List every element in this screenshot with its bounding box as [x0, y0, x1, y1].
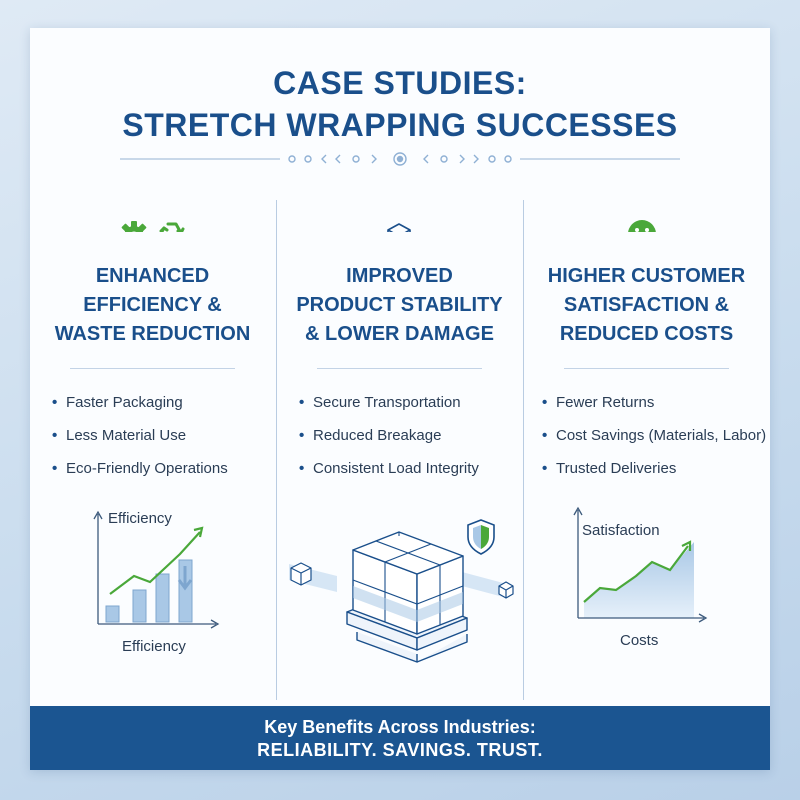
column-1-rule: [70, 368, 235, 369]
infographic-card: CASE STUDIES: STRETCH WRAPPING SUCCESSES: [30, 28, 770, 770]
title-ornament: [120, 152, 680, 166]
efficiency-chart: Efficiency Efficiency: [30, 506, 275, 686]
bullet-dot: •: [299, 460, 305, 477]
page-title: CASE STUDIES: STRETCH WRAPPING SUCCESSES: [30, 62, 770, 146]
chart-bar: [155, 573, 170, 623]
bullet-text: Secure Transportation: [313, 394, 461, 411]
column-1-bullets: • Faster Packaging • Less Material Use • Ec…: [52, 393, 277, 492]
chart-bar: [178, 559, 193, 623]
list-item: • Eco-Friendly Operations: [52, 459, 277, 492]
column-stability: IMPROVED PRODUCT STABILITY & LOWER DAMAG…: [277, 188, 522, 688]
footer-line-2: RELIABILITY. SAVINGS. TRUST.: [257, 740, 543, 760]
bullet-dot: •: [542, 394, 548, 411]
column-divider-1: [276, 200, 277, 700]
column-3-heading: HIGHER CUSTOMER SATISFACTION & REDUCED C…: [547, 265, 746, 345]
title-line-1: CASE STUDIES:: [273, 65, 527, 101]
efficiency-chart-graphic: [93, 510, 220, 629]
gear-icon: [121, 221, 147, 232]
column-2-icons: [387, 223, 411, 232]
column-2-bullets: • Secure Transportation • Reduced Breakage…: [299, 393, 524, 492]
list-item: • Cost Savings (Materials, Labor): [542, 426, 767, 459]
chart-bar: [105, 605, 120, 623]
bullet-text: Trusted Deliveries: [556, 460, 677, 477]
trend-line: [583, 545, 689, 603]
footer-banner: Key Benefits Across Industries: RELIABIL…: [30, 706, 770, 770]
column-2-rule: [317, 368, 482, 369]
bullet-dot: •: [542, 427, 548, 444]
satisfaction-chart-graphic: [573, 506, 708, 623]
column-1-heading: ENHANCED EFFICIENCY & WASTE REDUCTION: [54, 265, 251, 345]
bullet-text: Cost Savings (Materials, Labor): [556, 427, 767, 444]
shield-icon: [467, 519, 495, 555]
chart-area: [584, 542, 694, 618]
chart-top-label: Efficiency: [108, 510, 172, 527]
box-icon: [387, 223, 411, 232]
chart-bottom-label: Costs: [620, 632, 659, 649]
bullet-dot: •: [52, 394, 58, 411]
smiley-icon: [628, 220, 656, 232]
bullet-text: Less Material Use: [66, 427, 187, 444]
bullet-dot: •: [542, 460, 548, 477]
list-item: • Consistent Load Integrity: [299, 459, 524, 492]
title-line-2: STRETCH WRAPPING SUCCESSES: [122, 107, 678, 143]
column-satisfaction: HIGHER CUSTOMER SATISFACTION & REDUCED C…: [524, 188, 769, 688]
pallet-illustration: [277, 506, 522, 686]
chart-top-label: Satisfaction: [582, 522, 660, 539]
list-item: • Fewer Returns: [542, 393, 767, 426]
column-3-bullets: • Fewer Returns • Cost Savings (Materials,…: [542, 393, 767, 492]
satisfaction-chart: Satisfaction Costs: [524, 506, 769, 686]
list-item: • Faster Packaging: [52, 393, 277, 426]
bullet-dot: •: [52, 460, 58, 477]
wrapped-pallet-icon: [289, 519, 514, 663]
list-item: • Less Material Use: [52, 426, 277, 459]
down-arrow-icon: [177, 566, 193, 591]
column-1-icons: [121, 221, 185, 232]
list-item: • Trusted Deliveries: [542, 459, 767, 492]
bullet-text: Consistent Load Integrity: [313, 460, 479, 477]
chart-bottom-label: Efficiency: [122, 638, 186, 655]
bullet-dot: •: [52, 427, 58, 444]
list-item: • Secure Transportation: [299, 393, 524, 426]
bullet-text: Fewer Returns: [556, 394, 655, 411]
bullet-dot: •: [299, 427, 305, 444]
trend-line: [109, 531, 201, 595]
bullet-text: Eco-Friendly Operations: [66, 460, 228, 477]
chart-bar: [132, 589, 147, 623]
footer-line-1: Key Benefits Across Industries:: [264, 717, 536, 737]
list-item: • Reduced Breakage: [299, 426, 524, 459]
bullet-text: Faster Packaging: [66, 394, 183, 411]
trend-arrowhead: [681, 540, 692, 551]
bullet-dot: •: [299, 394, 305, 411]
bullet-text: Reduced Breakage: [313, 427, 442, 444]
column-3-rule: [564, 368, 729, 369]
column-3-icons: [628, 220, 656, 232]
column-efficiency: ENHANCED EFFICIENCY & WASTE REDUCTION • F…: [30, 188, 275, 688]
column-2-heading: IMPROVED PRODUCT STABILITY & LOWER DAMAG…: [296, 265, 503, 345]
trend-arrowhead: [193, 526, 204, 538]
column-divider-2: [523, 200, 524, 700]
recycle-icon: [159, 222, 185, 232]
